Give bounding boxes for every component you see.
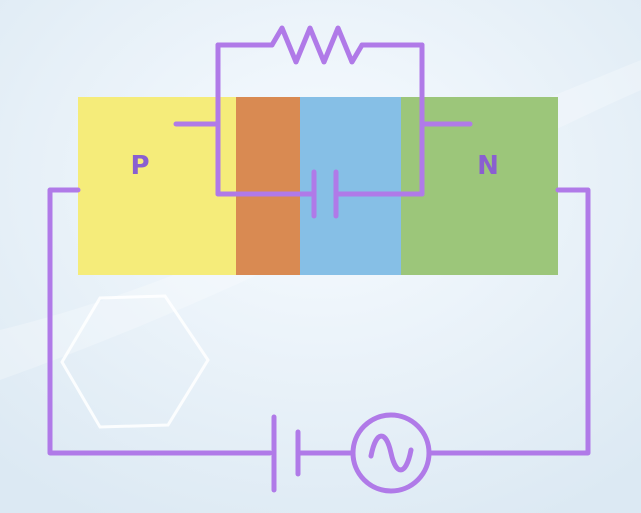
sine-wave-icon xyxy=(368,433,414,473)
depletion-region-p-side xyxy=(236,97,302,275)
decorative-hexagon xyxy=(60,294,210,429)
p-region xyxy=(78,97,238,275)
ac-source-circle xyxy=(350,412,432,494)
n-region xyxy=(401,97,558,275)
outer-circuit-right-wire xyxy=(427,187,591,456)
outer-circuit-left-wire xyxy=(47,187,273,456)
circuit-wires xyxy=(47,42,591,456)
n-region-label: N xyxy=(477,151,499,181)
depletion-region-n-side xyxy=(300,97,403,275)
p-region-label: P xyxy=(130,151,149,181)
ac-source-symbol xyxy=(350,412,432,494)
resistor-symbol xyxy=(269,25,365,65)
semiconductor-block xyxy=(78,97,558,275)
battery-symbol xyxy=(271,414,301,493)
capacitor-symbol xyxy=(311,169,339,219)
